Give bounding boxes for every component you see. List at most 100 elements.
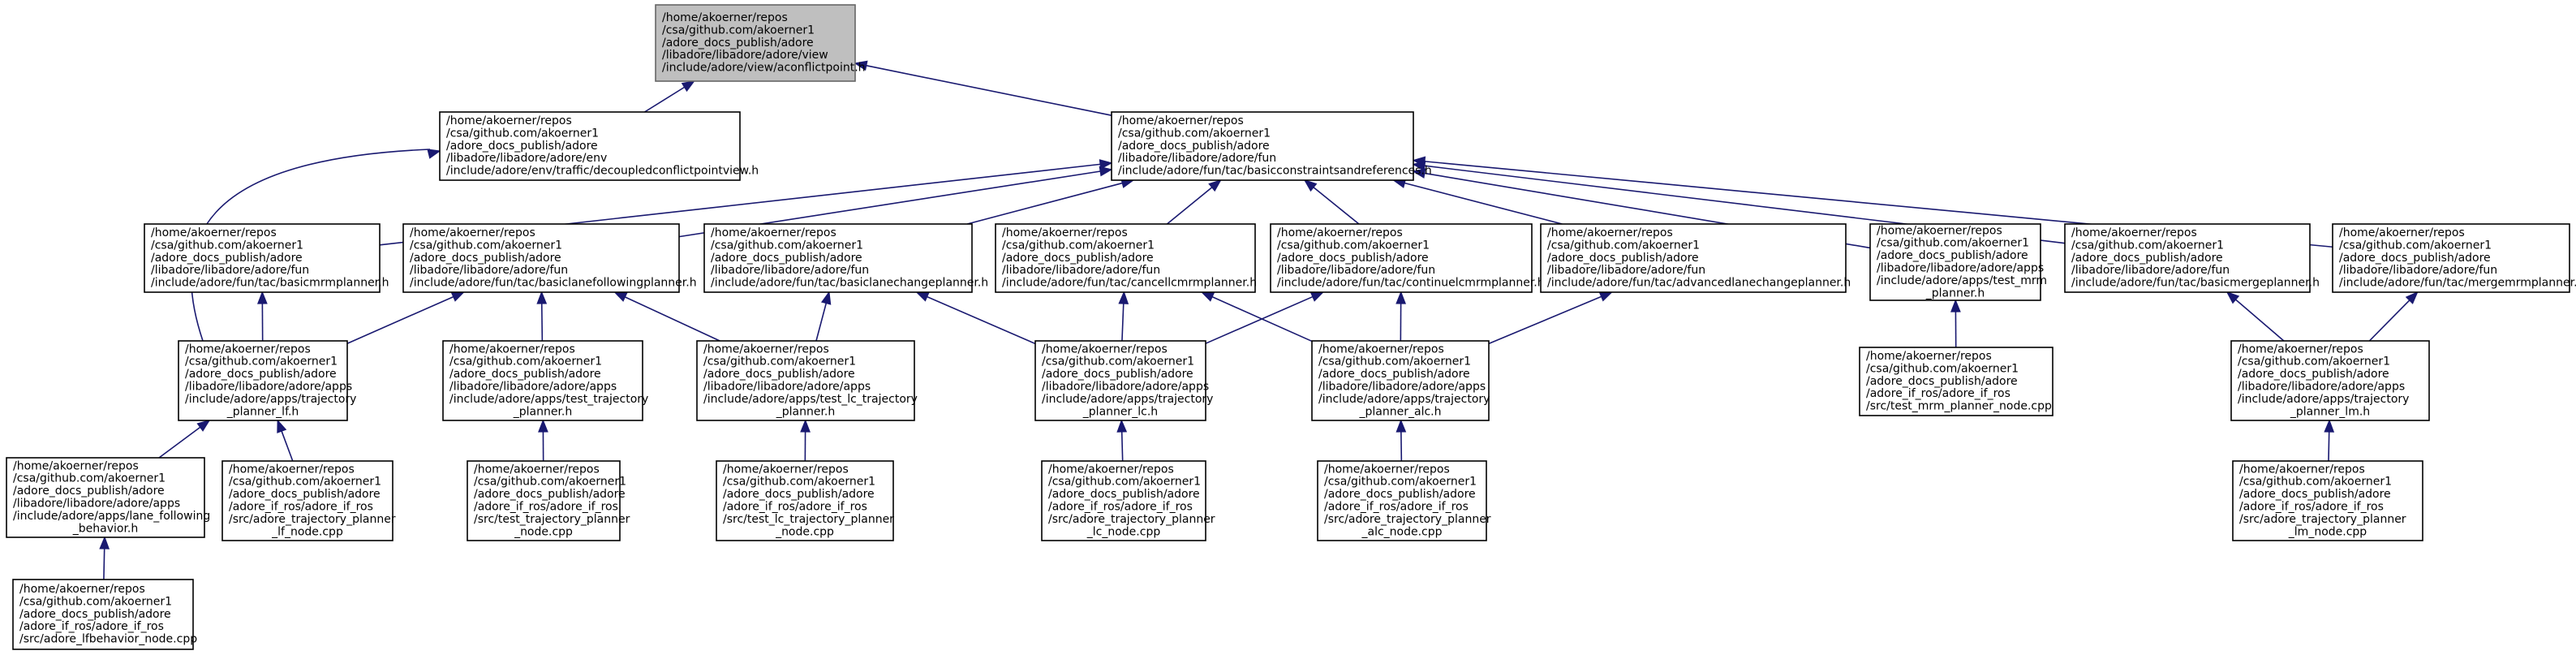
node-label-line: /csa/github.com/akoerner1 (2339, 239, 2492, 252)
node-label-line: /csa/github.com/akoerner1 (703, 356, 856, 368)
edge-arrowhead (1598, 291, 1614, 302)
edge-line (540, 302, 544, 342)
node-label-line: /adore_if_ros/adore_if_ros (1324, 501, 1469, 514)
edge-line (158, 426, 202, 459)
node-label-line: /home/akoerner/repos (1866, 350, 1992, 363)
node-box (696, 340, 915, 421)
graph-node[interactable]: /home/akoerner/repos/csa/github.com/akoe… (2064, 223, 2320, 293)
node-label-line: /src/test_lc_trajectory_planner (723, 513, 894, 526)
node-label-line: /libadore/libadore/adore/apps (1042, 381, 1209, 394)
node-label-line: /home/akoerner/repos (1048, 463, 1174, 476)
graph-node[interactable]: /home/akoerner/repos/csa/github.com/akoe… (2232, 460, 2423, 541)
node-label-line: /libadore/libadore/adore/apps (185, 381, 352, 394)
node-label-line: /libadore/libadore/adore/fun (410, 264, 568, 277)
node-label-line: /libadore/libadore/adore/apps (13, 498, 180, 511)
node-label-line: /adore_docs_publish/adore (410, 252, 561, 265)
graph-node[interactable]: /home/akoerner/repos/csa/github.com/akoe… (402, 223, 697, 293)
node-label-line: /home/akoerner/repos (2238, 343, 2363, 356)
edge-arrowhead (427, 149, 441, 159)
node-label-line: /home/akoerner/repos (1877, 224, 2002, 237)
graph-node[interactable]: /home/akoerner/repos/csa/github.com/akoe… (696, 340, 918, 421)
graph-node[interactable]: /home/akoerner/repos/csa/github.com/akoe… (2332, 223, 2576, 293)
edge-arrowhead (1310, 291, 1325, 302)
node-box (1041, 460, 1206, 541)
node-label-line: _lm_node.cpp (2288, 525, 2367, 538)
node-label-line: /adore_docs_publish/adore (1324, 488, 1476, 501)
graph-node-root[interactable]: /home/akoerner/repos/csa/github.com/akoe… (655, 4, 866, 82)
edge-arrowhead (1200, 291, 1215, 302)
graph-node[interactable]: /home/akoerner/repos/csa/github.com/akoe… (6, 457, 210, 538)
graph-node[interactable]: /home/akoerner/repos/csa/github.com/akoe… (1041, 460, 1215, 541)
edge-arrowhead (1396, 419, 1407, 433)
edge-arrowhead (2324, 419, 2335, 433)
node-box (178, 340, 348, 421)
node-label-line: /adore_docs_publish/adore (229, 488, 381, 501)
edge-line (1121, 302, 1125, 342)
edge-arrowhead (1950, 299, 1961, 312)
graph-node[interactable]: /home/akoerner/repos/csa/github.com/akoe… (2230, 340, 2430, 421)
node-label-line: /include/adore/fun/tac/basicmrmplanner.h (151, 277, 389, 290)
node-label-line: /csa/github.com/akoerner1 (1547, 239, 1700, 252)
node-box (995, 223, 1256, 293)
node-label-line: /libadore/libadore/adore/env (446, 152, 607, 165)
node-box (1270, 223, 1533, 293)
edge-arrowhead (99, 536, 110, 549)
edge-arrowhead (681, 80, 695, 93)
node-label-line: /adore_if_ros/adore_if_ros (1866, 387, 2010, 400)
node-label-line: /src/test_mrm_planner_node.cpp (1866, 400, 2052, 413)
node-label-line: /include/adore/env/traffic/decoupledconf… (446, 165, 759, 178)
node-label-line: /csa/github.com/akoerner1 (1002, 239, 1155, 252)
edge-line (624, 295, 720, 342)
node-label-line: /adore_docs_publish/adore (2071, 252, 2223, 265)
graph-node[interactable]: /home/akoerner/repos/csa/github.com/akoe… (1859, 347, 2053, 416)
edge-arrowhead (1116, 419, 1128, 433)
node-box (402, 223, 680, 293)
node-box (442, 340, 643, 421)
graph-node[interactable]: /home/akoerner/repos/csa/github.com/akoe… (1311, 340, 1490, 421)
edge-arrowhead (613, 291, 628, 302)
node-box (12, 579, 194, 650)
node-label-line: /home/akoerner/repos (19, 583, 145, 596)
graph-node[interactable]: /home/akoerner/repos/csa/github.com/akoe… (221, 460, 396, 541)
node-label-line: /adore_docs_publish/adore (1002, 252, 1154, 265)
graph-node[interactable]: /home/akoerner/repos/csa/github.com/akoe… (178, 340, 356, 421)
edge-arrowhead (1412, 168, 1426, 179)
node-label-line: /csa/github.com/akoerner1 (474, 476, 626, 489)
node-label-line: /libadore/libadore/adore/fun (1002, 264, 1160, 277)
graph-node[interactable]: /home/akoerner/repos/csa/github.com/akoe… (1317, 460, 1491, 541)
node-label-line: /home/akoerner/repos (2071, 226, 2197, 239)
graph-node[interactable]: /home/akoerner/repos/csa/github.com/akoe… (995, 223, 1257, 293)
edge-arrowhead (538, 419, 548, 433)
node-label-line: /csa/github.com/akoerner1 (410, 239, 562, 252)
node-label-line: /src/adore_trajectory_planner (1048, 513, 1215, 526)
graph-node[interactable]: /home/akoerner/repos/csa/github.com/akoe… (1869, 223, 2047, 301)
graph-node[interactable]: /home/akoerner/repos/csa/github.com/akoe… (1540, 223, 1851, 293)
graph-node[interactable]: /home/akoerner/repos/csa/github.com/akoe… (703, 223, 988, 293)
edge-line (190, 149, 431, 342)
node-label-line: /src/adore_lfbehavior_node.cpp (19, 633, 197, 646)
node-label-line: /include/adore/fun/tac/continuelcmrmplan… (1277, 277, 1545, 290)
graph-node[interactable]: /home/akoerner/repos/csa/github.com/akoe… (1111, 111, 1432, 181)
graph-node[interactable]: /home/akoerner/repos/csa/github.com/akoe… (716, 460, 894, 541)
node-label-line: /include/adore/fun/tac/basicconstraintsa… (1118, 165, 1432, 178)
node-box (2332, 223, 2570, 293)
graph-node[interactable]: /home/akoerner/repos/csa/github.com/akoe… (1034, 340, 1213, 421)
edge-arrowhead (1412, 156, 1426, 167)
graph-node[interactable]: /home/akoerner/repos/csa/github.com/akoe… (12, 579, 197, 650)
node-label-line: /include/adore/fun/tac/basiclanefollowin… (410, 277, 697, 290)
node-label-line: /libadore/libadore/adore/fun (711, 264, 869, 277)
graph-node[interactable]: /home/akoerner/repos/csa/github.com/akoe… (439, 111, 759, 181)
node-label-line: /csa/github.com/akoerner1 (2239, 476, 2392, 489)
node-label-line: /adore_docs_publish/adore (2239, 488, 2391, 501)
node-label-line: _lf_node.cpp (271, 525, 343, 538)
node-label-line: /adore_if_ros/adore_if_ros (19, 620, 164, 633)
graph-node[interactable]: /home/akoerner/repos/csa/github.com/akoe… (467, 460, 630, 541)
graph-node[interactable]: /home/akoerner/repos/csa/github.com/akoe… (1270, 223, 1545, 293)
node-label-line: /adore_docs_publish/adore (1318, 368, 1470, 381)
node-label-line: /include/adore/view/aconflictpoint.h (662, 62, 866, 75)
node-box (1317, 460, 1487, 541)
graph-node[interactable]: /home/akoerner/repos/csa/github.com/akoe… (144, 223, 389, 293)
node-label-line: /adore_if_ros/adore_if_ros (229, 501, 373, 514)
node-label-line: /include/adore/apps/lane_following (13, 510, 210, 523)
graph-node[interactable]: /home/akoerner/repos/csa/github.com/akoe… (442, 340, 648, 421)
